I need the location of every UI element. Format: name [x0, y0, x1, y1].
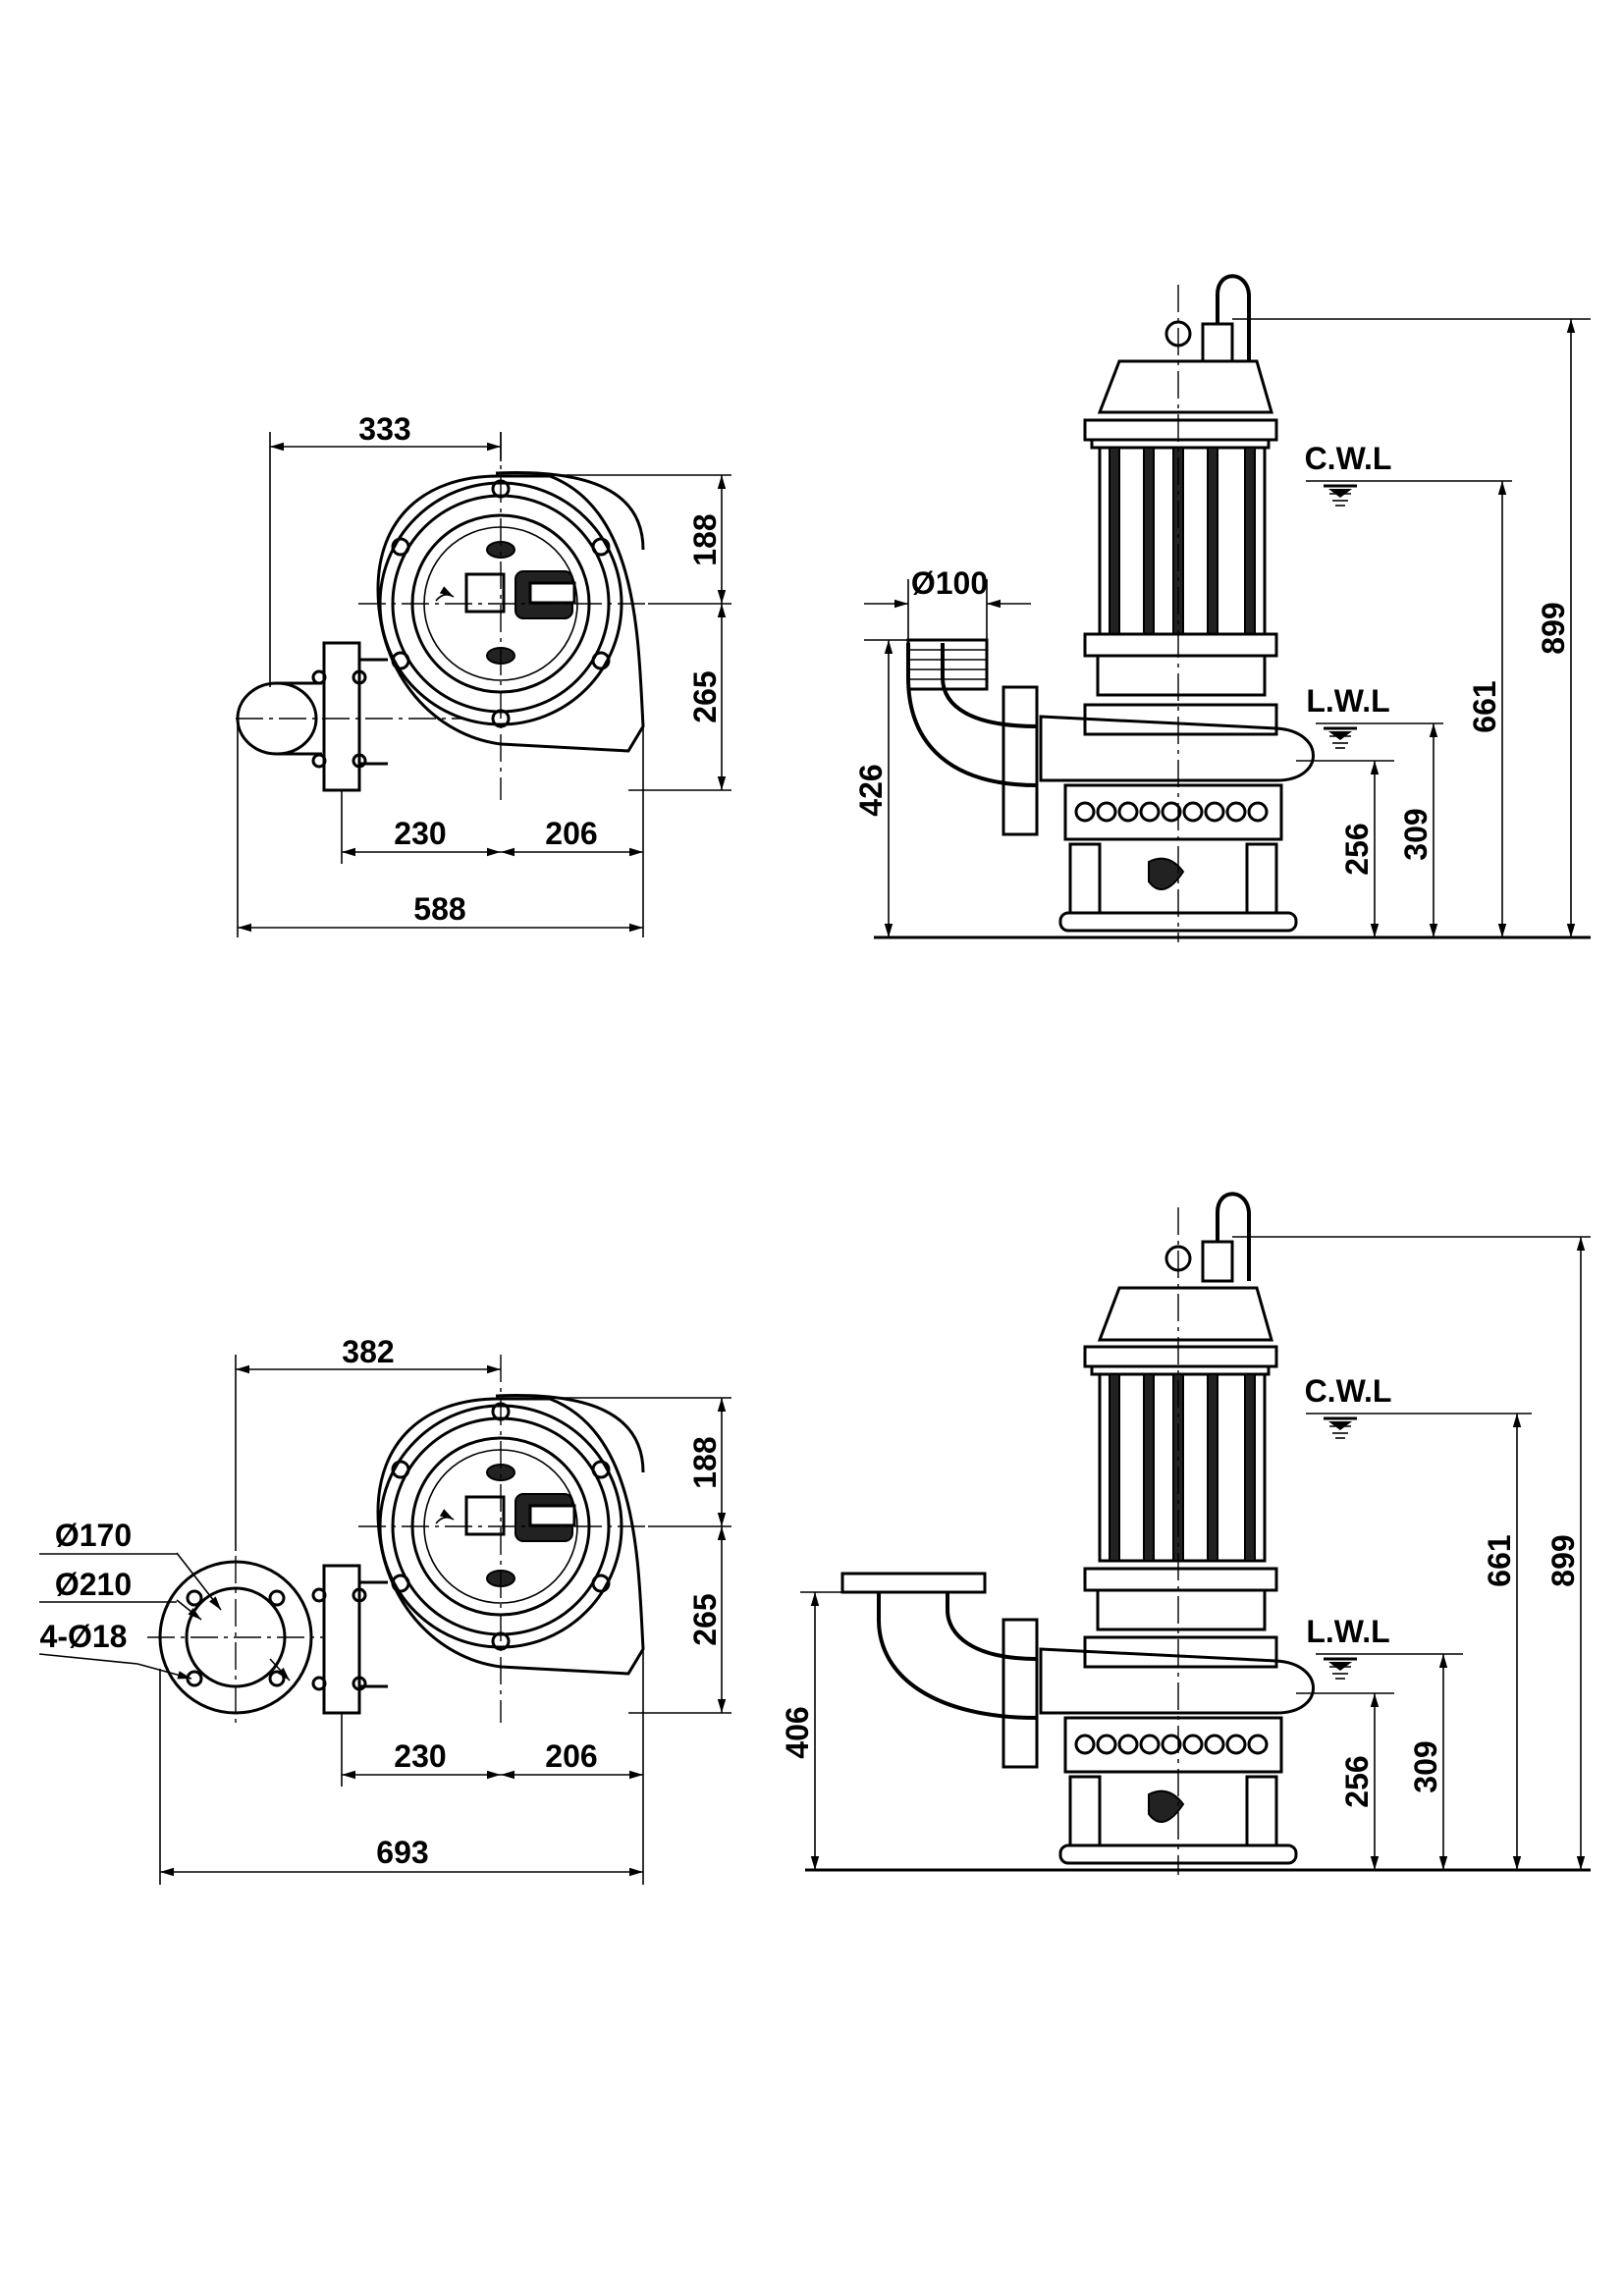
cwl-label: C.W.L [1305, 441, 1392, 476]
dim-661: 661 [1467, 680, 1502, 732]
dim-265: 265 [687, 670, 723, 722]
volute-outline [376, 1397, 645, 1676]
top-elevation-view: Ø100 426 C.W.L L.W.L 256 309 661 899 [853, 274, 1591, 942]
volute-outline [376, 474, 645, 753]
discharge-flange [1001, 685, 1039, 836]
dim-256: 256 [1339, 823, 1375, 875]
terminal-box [464, 1495, 506, 1536]
dim-588: 588 [413, 891, 465, 927]
outlet-flange-top [840, 1572, 987, 1594]
motor-top-cap [1097, 1286, 1273, 1342]
dim-230: 230 [394, 1738, 446, 1774]
cwl-label: C.W.L [1305, 1373, 1392, 1409]
dim-309: 309 [1398, 808, 1434, 860]
dim-206: 206 [545, 816, 597, 851]
strainer [1063, 1716, 1283, 1774]
strainer [1063, 783, 1283, 841]
dim-230: 230 [394, 816, 446, 851]
dim-206: 206 [545, 1738, 597, 1774]
dim-426: 426 [853, 764, 889, 816]
top-plan-view: 333 188 265 230 206 588 [236, 411, 731, 937]
impeller [1148, 857, 1185, 890]
impeller [1148, 1789, 1185, 1823]
pump-volute [1039, 715, 1315, 782]
dim-333: 333 [358, 411, 410, 447]
dim-406: 406 [780, 1706, 815, 1758]
terminal-box [464, 572, 506, 614]
dim-693: 693 [376, 1835, 428, 1870]
dim-188: 188 [687, 1436, 723, 1488]
lwl-label: L.W.L [1306, 683, 1389, 719]
discharge-flange [1001, 1618, 1039, 1769]
bottom-plan-view: Ø170 Ø210 4-Ø18 382 188 265 230 206 693 [38, 1334, 731, 1885]
flange-bolt-holes: 4-Ø18 [40, 1619, 128, 1654]
outlet-flange [322, 641, 361, 792]
dim-dia-100: Ø100 [911, 565, 988, 601]
dim-899: 899 [1536, 602, 1571, 654]
pump-volute [1039, 1647, 1315, 1715]
bottom-elevation-view: 406 C.W.L L.W.L 256 309 661 899 [780, 1192, 1591, 1875]
motor-top-cap [1097, 359, 1273, 414]
dim-188: 188 [687, 513, 723, 565]
dim-309: 309 [1408, 1740, 1443, 1792]
flange-outer-dia: Ø210 [55, 1567, 132, 1602]
cable-handle [1216, 274, 1251, 363]
dim-382: 382 [342, 1334, 394, 1369]
dim-899: 899 [1545, 1534, 1581, 1586]
flange-inner-dia: Ø170 [55, 1518, 132, 1553]
cable-handle [1216, 1192, 1251, 1281]
outlet-pipe [906, 638, 989, 691]
dim-256: 256 [1339, 1755, 1375, 1807]
dim-661: 661 [1482, 1534, 1517, 1586]
outlet-flange [322, 1564, 361, 1715]
lwl-label: L.W.L [1306, 1614, 1389, 1649]
dim-265: 265 [687, 1593, 723, 1645]
